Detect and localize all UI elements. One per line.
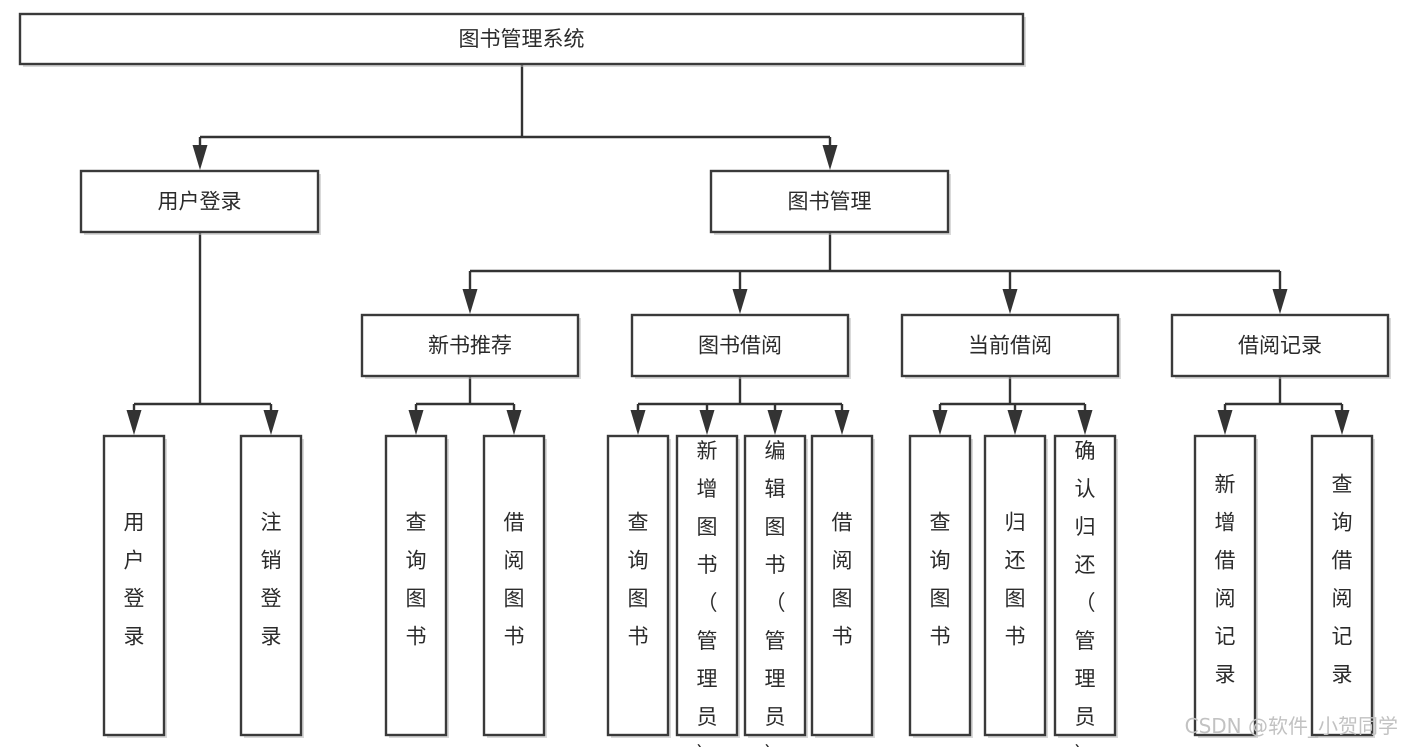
node-box[interactable] bbox=[1310, 434, 1374, 737]
node-label: 图书借阅 bbox=[698, 334, 782, 358]
arrow-head-icon bbox=[462, 289, 478, 314]
node-label: 查询图书 bbox=[406, 511, 427, 649]
node-box[interactable] bbox=[1193, 434, 1257, 737]
node-leaf-confirm-return[interactable]: 确认归还（管理员） bbox=[1053, 434, 1118, 747]
node-box[interactable] bbox=[810, 434, 874, 737]
arrow-head-icon bbox=[506, 410, 522, 435]
arrow-head-icon bbox=[699, 410, 715, 435]
connector-group-e-newbook-children bbox=[408, 376, 522, 435]
node-label: 借阅图书 bbox=[832, 511, 853, 649]
node-box[interactable] bbox=[360, 313, 580, 378]
connector-group-e-root-children bbox=[192, 64, 838, 170]
arrow-head-icon bbox=[408, 410, 424, 435]
node-box[interactable] bbox=[983, 434, 1047, 737]
node-book-borrow[interactable]: 图书借阅 bbox=[630, 313, 851, 379]
node-box[interactable] bbox=[102, 434, 166, 737]
node-leaf-user-login[interactable]: 用户登录 bbox=[102, 434, 167, 738]
node-book-manage[interactable]: 图书管理 bbox=[709, 169, 951, 235]
arrow-head-icon bbox=[126, 410, 142, 435]
node-box[interactable] bbox=[384, 434, 448, 737]
node-leaf-query-record[interactable]: 查询借阅记录 bbox=[1310, 434, 1375, 738]
node-box[interactable] bbox=[79, 169, 320, 234]
arrow-head-icon bbox=[1002, 289, 1018, 314]
arrow-head-icon bbox=[1077, 410, 1093, 435]
arrow-head-icon bbox=[932, 410, 948, 435]
node-label: 借阅记录 bbox=[1238, 334, 1322, 358]
node-leaf-logout[interactable]: 注销登录 bbox=[239, 434, 304, 738]
arrow-head-icon bbox=[822, 145, 838, 170]
arrow-head-icon bbox=[1272, 289, 1288, 314]
node-box[interactable] bbox=[630, 313, 850, 378]
node-label: 查询借阅记录 bbox=[1332, 473, 1353, 687]
node-box[interactable] bbox=[482, 434, 546, 737]
node-label: 新增借阅记录 bbox=[1215, 473, 1236, 687]
node-box[interactable] bbox=[675, 434, 739, 737]
node-label: 新书推荐 bbox=[428, 334, 512, 358]
node-leaf-query-book-2[interactable]: 查询图书 bbox=[606, 434, 671, 738]
connector-group-e-currentborrow-children bbox=[932, 376, 1093, 435]
connector-group-e-borrowrecord-children bbox=[1217, 376, 1350, 435]
arrow-head-icon bbox=[834, 410, 850, 435]
arrow-head-icon bbox=[192, 145, 208, 170]
node-borrow-record[interactable]: 借阅记录 bbox=[1170, 313, 1391, 379]
node-label: 图书管理 bbox=[788, 190, 872, 214]
node-box[interactable] bbox=[1053, 434, 1117, 737]
node-leaf-borrow-book-1[interactable]: 借阅图书 bbox=[482, 434, 547, 738]
node-label: 用户登录 bbox=[158, 190, 242, 214]
node-label: 借阅图书 bbox=[504, 511, 525, 649]
node-label: 归还图书 bbox=[1005, 511, 1026, 649]
node-box[interactable] bbox=[18, 12, 1025, 66]
node-box[interactable] bbox=[743, 434, 807, 737]
node-label: 编辑图书（管理员） bbox=[765, 439, 786, 747]
arrow-head-icon bbox=[732, 289, 748, 314]
arrow-head-icon bbox=[1007, 410, 1023, 435]
arrow-head-icon bbox=[630, 410, 646, 435]
connector-group-e-bookmanage-children bbox=[462, 232, 1288, 314]
node-label: 图书管理系统 bbox=[459, 27, 585, 51]
node-label: 查询图书 bbox=[930, 511, 951, 649]
node-root[interactable]: 图书管理系统 bbox=[18, 12, 1026, 67]
node-leaf-add-record[interactable]: 新增借阅记录 bbox=[1193, 434, 1258, 738]
node-label: 当前借阅 bbox=[968, 334, 1052, 358]
node-box[interactable] bbox=[908, 434, 972, 737]
node-leaf-edit-book[interactable]: 编辑图书（管理员） bbox=[743, 434, 808, 747]
node-box[interactable] bbox=[1170, 313, 1390, 378]
node-leaf-borrow-book-2[interactable]: 借阅图书 bbox=[810, 434, 875, 738]
node-label: 确认归还（管理员） bbox=[1075, 439, 1096, 747]
node-label: 注销登录 bbox=[261, 511, 282, 649]
node-box[interactable] bbox=[606, 434, 670, 737]
node-leaf-query-book-1[interactable]: 查询图书 bbox=[384, 434, 449, 738]
node-label: 新增图书（管理员） bbox=[697, 439, 718, 747]
node-box[interactable] bbox=[900, 313, 1120, 378]
connector-group-e-userlogin-children bbox=[126, 232, 279, 435]
node-box[interactable] bbox=[239, 434, 303, 737]
connectors-layer bbox=[126, 64, 1350, 435]
node-leaf-return-book[interactable]: 归还图书 bbox=[983, 434, 1048, 738]
node-label: 查询图书 bbox=[628, 511, 649, 649]
node-user-login[interactable]: 用户登录 bbox=[79, 169, 321, 235]
connector-group-e-bookborrow-children bbox=[630, 376, 850, 435]
node-new-book-recommend[interactable]: 新书推荐 bbox=[360, 313, 581, 379]
csdn-watermark: CSDN @软件_小贺同学 bbox=[1185, 714, 1398, 738]
arrow-head-icon bbox=[1334, 410, 1350, 435]
nodes-layer: 图书管理系统用户登录图书管理新书推荐图书借阅当前借阅借阅记录用户登录注销登录查询… bbox=[18, 12, 1391, 747]
node-label: 用户登录 bbox=[124, 511, 145, 649]
arrow-head-icon bbox=[263, 410, 279, 435]
arrow-head-icon bbox=[1217, 410, 1233, 435]
node-leaf-query-book-3[interactable]: 查询图书 bbox=[908, 434, 973, 738]
node-box[interactable] bbox=[709, 169, 950, 234]
node-current-borrow[interactable]: 当前借阅 bbox=[900, 313, 1121, 379]
arrow-head-icon bbox=[767, 410, 783, 435]
node-leaf-add-book[interactable]: 新增图书（管理员） bbox=[675, 434, 740, 747]
